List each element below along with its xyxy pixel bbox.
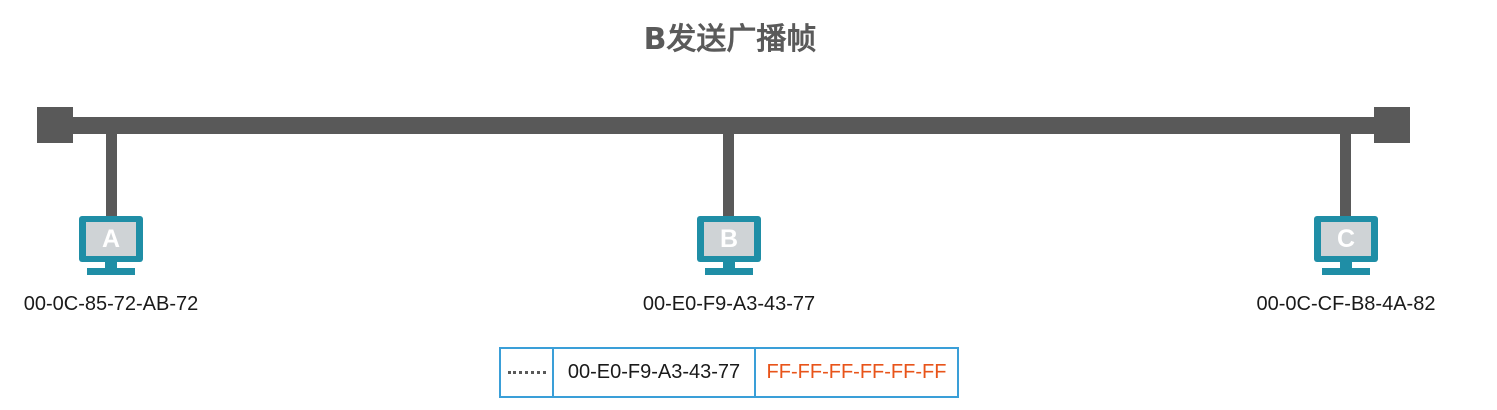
monitor-shape: B (697, 216, 761, 262)
bus-terminator-right (1374, 107, 1410, 143)
monitor-stand (1340, 262, 1352, 268)
frame-destination-mac: FF-FF-FF-FF-FF-FF (766, 361, 947, 383)
host-a-computer-icon: A (79, 216, 143, 280)
host-b-mac: 00-E0-F9-A3-43-77 (642, 293, 816, 315)
drop-line-b (723, 130, 734, 220)
monitor-base (1322, 268, 1370, 275)
ethernet-bus (55, 117, 1395, 134)
monitor-stand (105, 262, 117, 268)
host-b-computer-icon: B (697, 216, 761, 280)
drop-line-a (106, 130, 117, 220)
host-a-mac: 00-0C-85-72-AB-72 (23, 293, 199, 315)
host-label: A (86, 222, 136, 256)
host-c-mac: 00-0C-CF-B8-4A-82 (1256, 293, 1436, 315)
frame-source-mac: 00-E0-F9-A3-43-77 (554, 349, 756, 396)
drop-line-c (1340, 130, 1351, 220)
host-c-computer-icon: C (1314, 216, 1378, 280)
host-label: B (704, 222, 754, 256)
monitor-shape: C (1314, 216, 1378, 262)
frame-payload-placeholder (501, 349, 554, 396)
monitor-base (705, 268, 753, 275)
ellipsis-dots-icon (507, 371, 546, 374)
host-label: C (1321, 222, 1371, 256)
ethernet-frame: 00-E0-F9-A3-43-77 FF-FF-FF-FF-FF-FF (499, 347, 959, 398)
monitor-shape: A (79, 216, 143, 262)
monitor-stand (723, 262, 735, 268)
diagram-title: B发送广播帧 (643, 22, 817, 57)
monitor-base (87, 268, 135, 275)
